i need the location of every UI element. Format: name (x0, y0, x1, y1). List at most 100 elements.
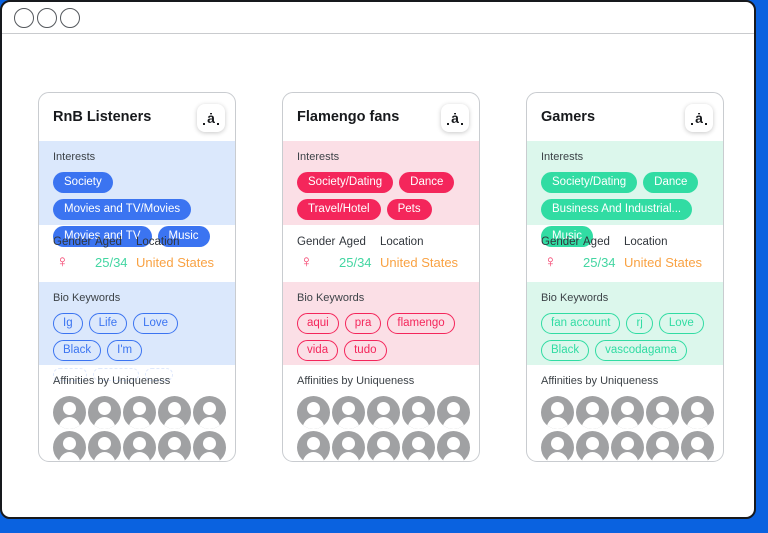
audience-card-flamengo-fans: Flamengo fans ȧ Interests Society/Dating… (282, 92, 480, 462)
bio-keyword-pill: Black (541, 340, 590, 361)
interest-pill: Pets (386, 199, 432, 220)
affinity-avatar[interactable] (367, 431, 400, 461)
window-control-button[interactable] (60, 7, 80, 28)
affinity-avatar[interactable] (158, 396, 191, 429)
affinity-avatar[interactable] (681, 431, 714, 461)
person-icon (576, 431, 609, 461)
person-icon (53, 396, 86, 429)
aged-label: Aged (583, 236, 610, 248)
location-label: Location (624, 236, 668, 248)
affinity-avatar[interactable] (681, 396, 714, 429)
affinity-avatar[interactable] (158, 431, 191, 461)
bio-keyword-pill: Black (53, 340, 102, 361)
audiense-logo-icon: ȧ (441, 104, 469, 132)
person-icon (123, 396, 156, 429)
affinity-avatar[interactable] (123, 396, 156, 429)
affinity-avatar[interactable] (88, 396, 121, 429)
affinity-avatar[interactable] (297, 396, 330, 429)
window-titlebar (2, 2, 754, 34)
interest-pill: Society (53, 172, 113, 193)
affinity-avatar[interactable] (402, 431, 435, 461)
aged-value: 25/34 (95, 255, 128, 270)
person-icon (576, 396, 609, 429)
affinity-avatar[interactable] (646, 396, 679, 429)
affinity-avatar[interactable] (437, 431, 470, 461)
affinities-section: Affinities by Uniqueness (283, 365, 479, 461)
person-icon (402, 431, 435, 461)
card-header: RnB Listeners ȧ (39, 93, 235, 141)
affinity-avatar[interactable] (88, 431, 121, 461)
bio-keywords-label: Bio Keywords (53, 292, 121, 304)
bio-keywords-label: Bio Keywords (297, 292, 365, 304)
person-icon (367, 431, 400, 461)
interests-label: Interests (541, 151, 584, 163)
person-icon (332, 431, 365, 461)
affinity-avatar[interactable] (332, 431, 365, 461)
person-icon (297, 431, 330, 461)
bio-keyword-pill: aqui (297, 313, 339, 334)
gender-label: Gender (53, 236, 92, 248)
person-icon (123, 431, 156, 461)
interest-pill: Dance (643, 172, 699, 193)
affinity-avatar[interactable] (193, 431, 226, 461)
person-icon (158, 396, 191, 429)
window-control-button[interactable] (14, 7, 34, 28)
audiense-logo-icon: ȧ (197, 104, 225, 132)
bio-keyword-pill: rj (626, 313, 653, 334)
interest-pill: Society/Dating (541, 172, 638, 193)
bio-keyword-pill: Love (133, 313, 179, 334)
affinity-avatar[interactable] (576, 396, 609, 429)
affinity-avatar[interactable] (123, 431, 156, 461)
affinity-avatar[interactable] (611, 396, 644, 429)
faded-keywords-row (53, 368, 221, 381)
interest-pill: Music (157, 226, 210, 247)
affinity-avatar[interactable] (611, 431, 644, 461)
person-icon (367, 396, 400, 429)
affinity-avatar[interactable] (193, 396, 226, 429)
person-icon (297, 396, 330, 429)
aged-label: Aged (339, 236, 366, 248)
affinity-avatar[interactable] (297, 431, 330, 461)
person-icon (681, 431, 714, 461)
affinity-avatar[interactable] (541, 431, 574, 461)
person-icon (402, 396, 435, 429)
person-icon (437, 431, 470, 461)
affinities-label: Affinities by Uniqueness (297, 375, 415, 387)
location-label: Location (136, 236, 180, 248)
bio-keyword-pill: Life (88, 313, 128, 334)
interest-pill: Music (541, 226, 594, 247)
interest-pill: Society/Dating (297, 172, 394, 193)
window-control-button[interactable] (37, 7, 57, 28)
person-icon (541, 396, 574, 429)
person-icon (193, 431, 226, 461)
affinity-avatar[interactable] (576, 431, 609, 461)
affinity-avatar[interactable] (332, 396, 365, 429)
affinity-avatar[interactable] (541, 396, 574, 429)
bio-keyword-pill: flamengo (387, 313, 455, 334)
affinity-avatar[interactable] (53, 396, 86, 429)
card-title: Flamengo fans (297, 109, 400, 125)
affinity-avatars-grid (53, 396, 229, 461)
female-gender-icon: ♀ (544, 252, 557, 271)
affinity-avatar[interactable] (646, 431, 679, 461)
affinity-avatar[interactable] (402, 396, 435, 429)
interest-pill: Business And Industrial... (541, 199, 693, 220)
person-icon (88, 431, 121, 461)
card-header: Flamengo fans ȧ (283, 93, 479, 141)
affinity-avatar[interactable] (367, 396, 400, 429)
affinity-avatar[interactable] (437, 396, 470, 429)
affinity-avatar[interactable] (53, 431, 86, 461)
interests-label: Interests (53, 151, 96, 163)
